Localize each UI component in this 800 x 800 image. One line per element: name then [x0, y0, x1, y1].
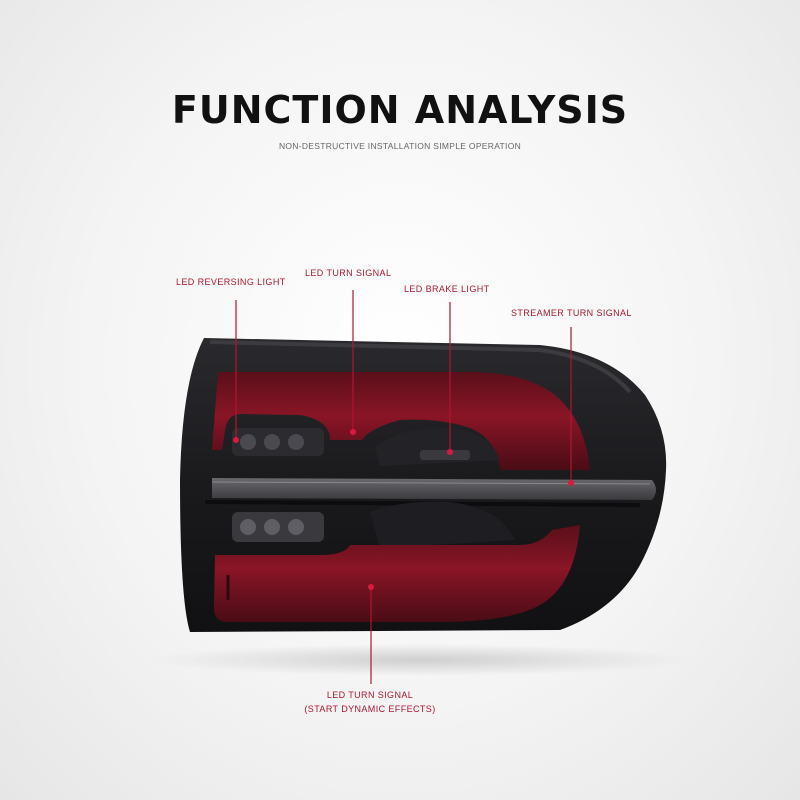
lower-red-lens [214, 525, 580, 622]
callout-dot-brake [447, 449, 453, 455]
callout-streamer-label: STREAMER TURN SIGNAL [511, 308, 632, 318]
floor-shadow [150, 644, 690, 676]
lower-center [370, 501, 515, 548]
callout-reversing-label: LED REVERSING LIGHT [176, 277, 286, 287]
callout-turn-top-label: LED TURN SIGNAL [305, 268, 392, 278]
callout-dot-reversing [233, 437, 239, 443]
housing-rim [209, 340, 632, 394]
callout-turn-bottom-line1: LED TURN SIGNAL [326, 690, 414, 700]
callout-dot-turn-top [350, 429, 356, 435]
page-title: FUNCTION ANALYSIS [171, 88, 629, 132]
callout-brake-label: LED BRAKE LIGHT [404, 284, 490, 294]
streamer-strip [212, 478, 656, 500]
page-subtitle: NON-DESTRUCTIVE INSTALLATION SIMPLE OPER… [278, 141, 522, 151]
upper-red-lens [212, 372, 590, 470]
callout-turn-bottom-line2: (START DYNAMIC EFFECTS) [304, 704, 436, 714]
callout-dot-turn-bottom [368, 584, 374, 590]
callout-dot-streamer [568, 480, 574, 486]
callout-turn-bottom-label: LED TURN SIGNAL (START DYNAMIC EFFECTS) [270, 688, 470, 716]
